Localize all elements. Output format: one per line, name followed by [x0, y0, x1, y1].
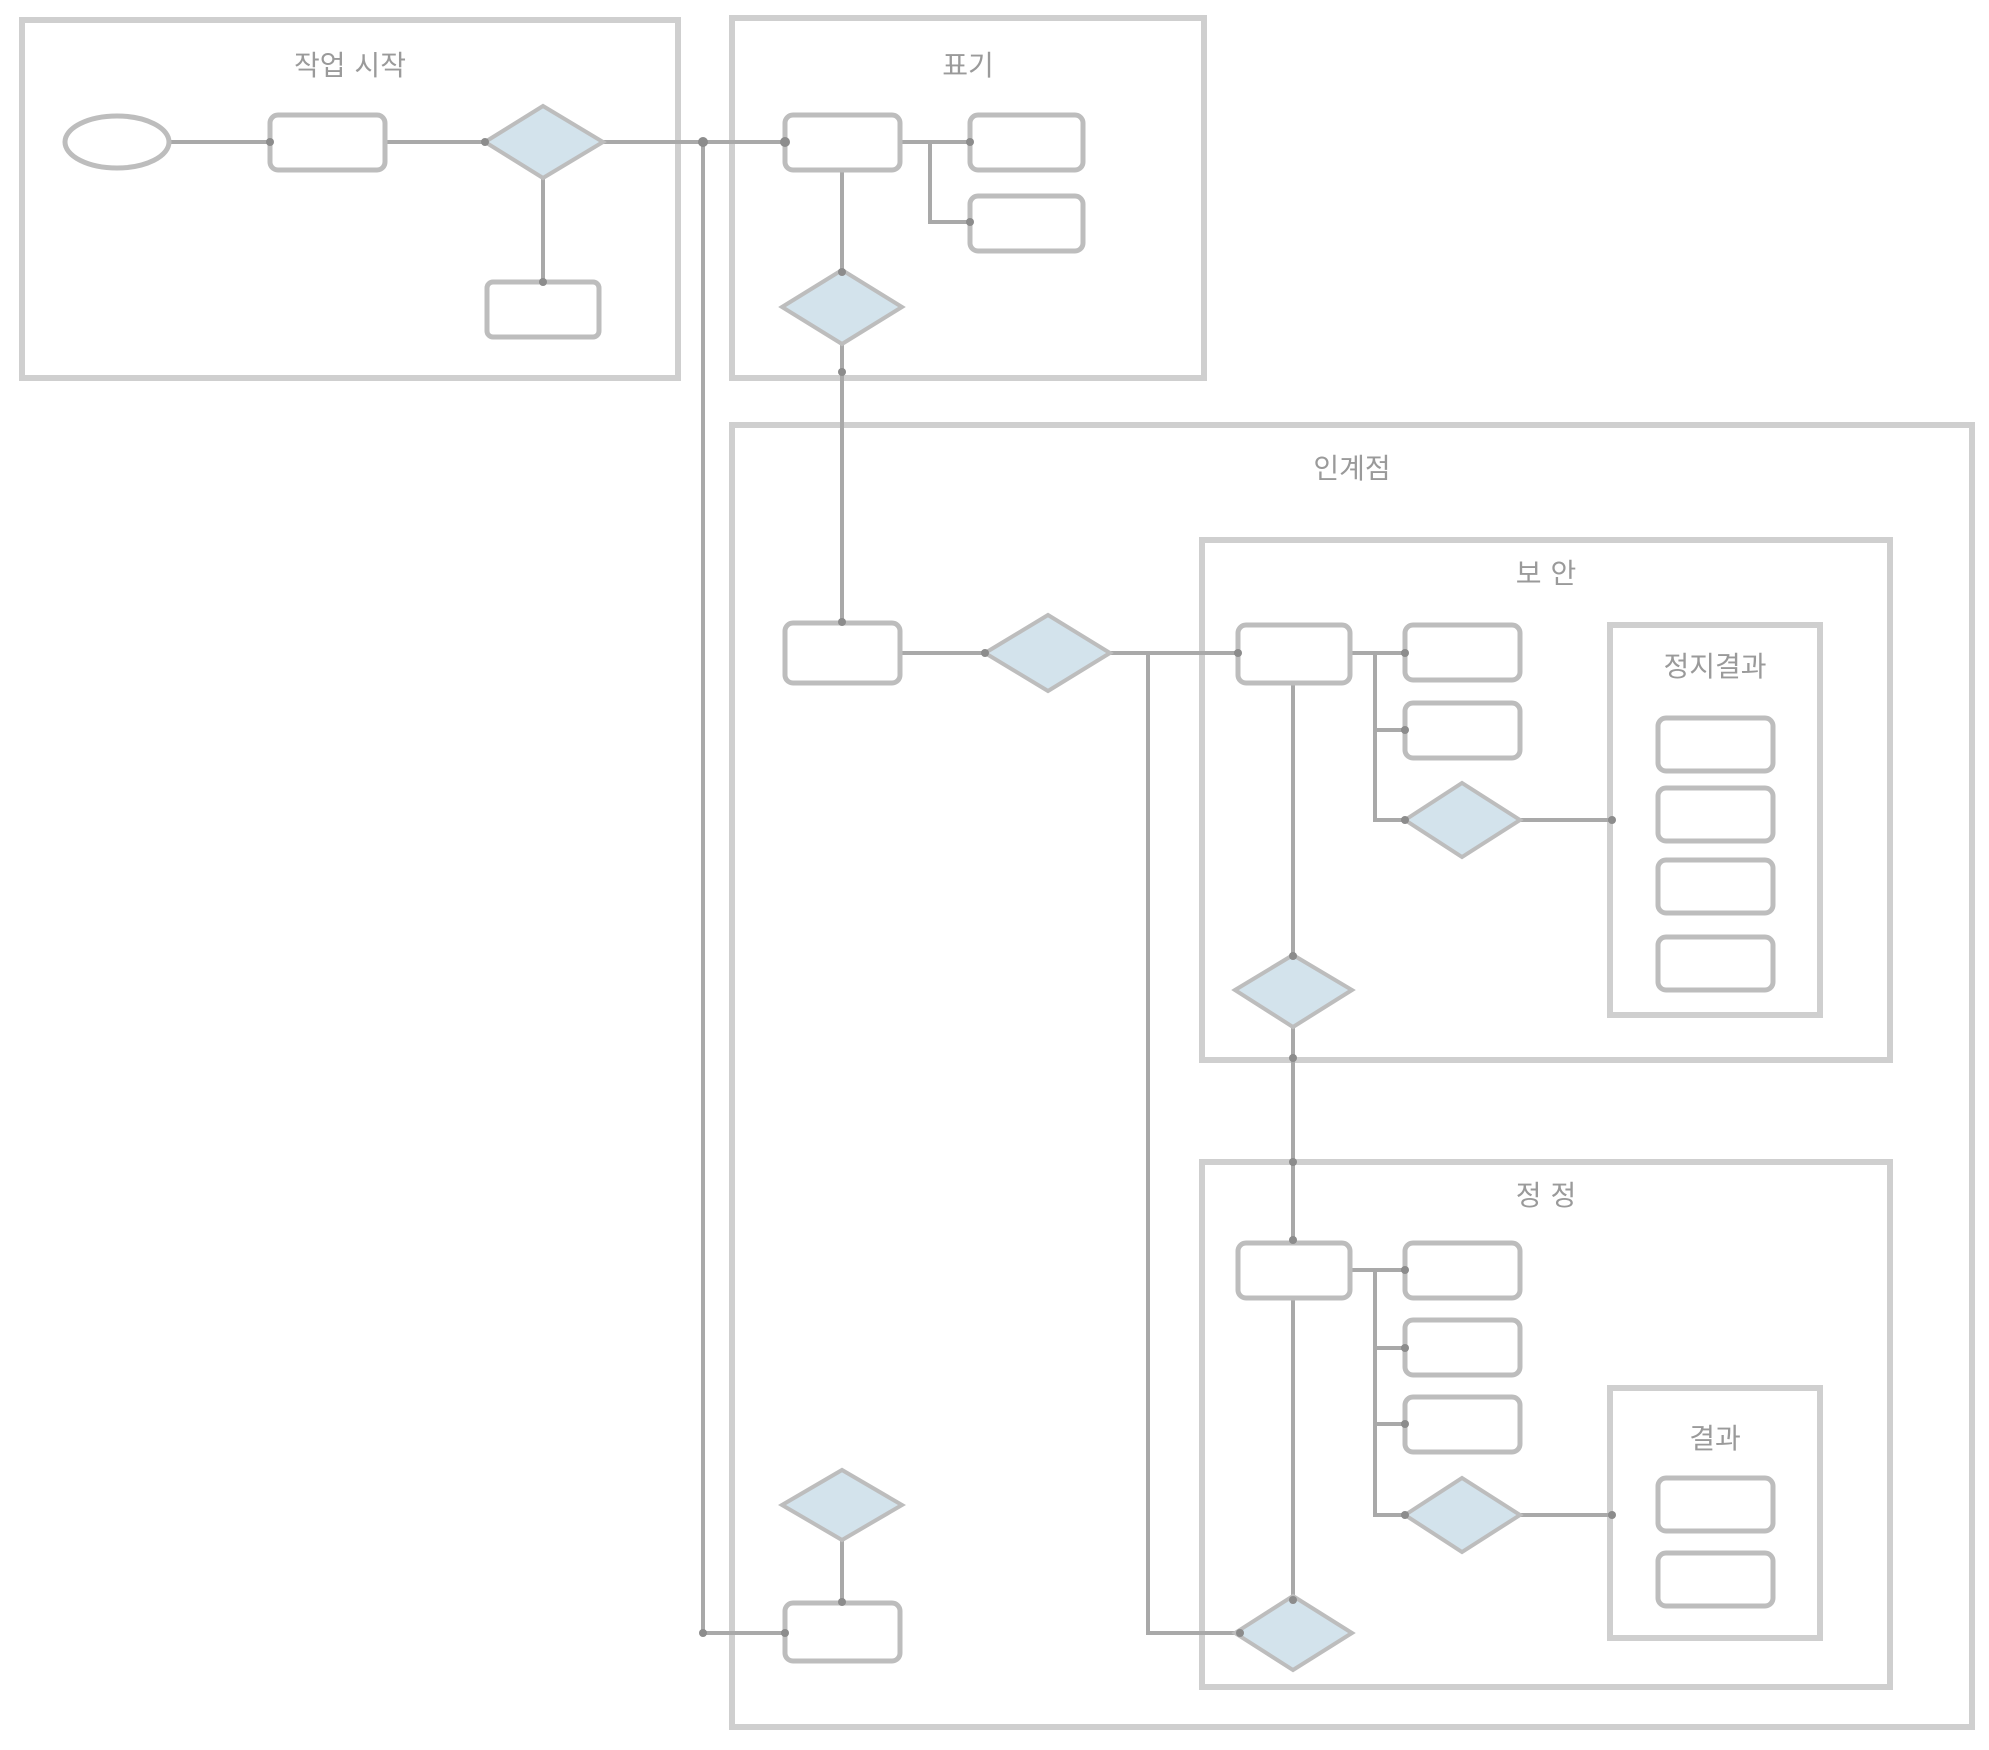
decision-diamond — [778, 267, 906, 347]
process-box — [782, 112, 903, 173]
process-box — [1655, 857, 1776, 916]
process-box — [267, 112, 388, 173]
start-terminal — [62, 113, 172, 171]
frame-title-sub-a: 정지결과 — [1663, 650, 1766, 683]
process-box — [1655, 785, 1776, 844]
process-box — [967, 193, 1086, 254]
process-box — [1655, 1550, 1776, 1609]
frame-title-work-start: 작업 시작 — [294, 49, 406, 82]
process-box — [1402, 1394, 1523, 1455]
frame-title-inspection-b: 정 정 — [1516, 1179, 1576, 1212]
frame-title-sub-b: 결과 — [1689, 1422, 1741, 1455]
process-box — [1235, 622, 1353, 686]
decision-diamond — [1401, 1475, 1524, 1555]
process-box — [1655, 715, 1776, 774]
process-box — [1655, 934, 1776, 993]
connector-dots — [266, 137, 1616, 1637]
process-box — [1655, 1475, 1776, 1534]
process-box — [1402, 700, 1523, 761]
process-box — [1402, 1240, 1523, 1301]
process-box — [782, 1600, 903, 1664]
process-box — [1402, 1317, 1523, 1378]
decision-diamond — [778, 1467, 906, 1543]
process-box — [967, 112, 1086, 173]
edge — [1373, 730, 1405, 822]
edge — [1146, 653, 1240, 1635]
decision-diamond — [481, 103, 607, 181]
frame-title-notation: 표기 — [942, 49, 994, 82]
decision-diamond — [1401, 780, 1524, 860]
edge — [928, 142, 970, 224]
edge — [1373, 1424, 1405, 1517]
frame-title-pipeline: 인계점 — [1313, 452, 1390, 485]
decision-diamond — [981, 612, 1114, 694]
process-box — [484, 279, 602, 340]
frame-title-inspection-a: 보 안 — [1516, 557, 1576, 590]
decision-diamond — [1231, 952, 1356, 1030]
edges — [170, 140, 1612, 1635]
decision-diamond — [1231, 1593, 1356, 1673]
process-box — [1235, 1240, 1353, 1301]
process-box — [1402, 622, 1523, 683]
process-box — [782, 620, 903, 686]
